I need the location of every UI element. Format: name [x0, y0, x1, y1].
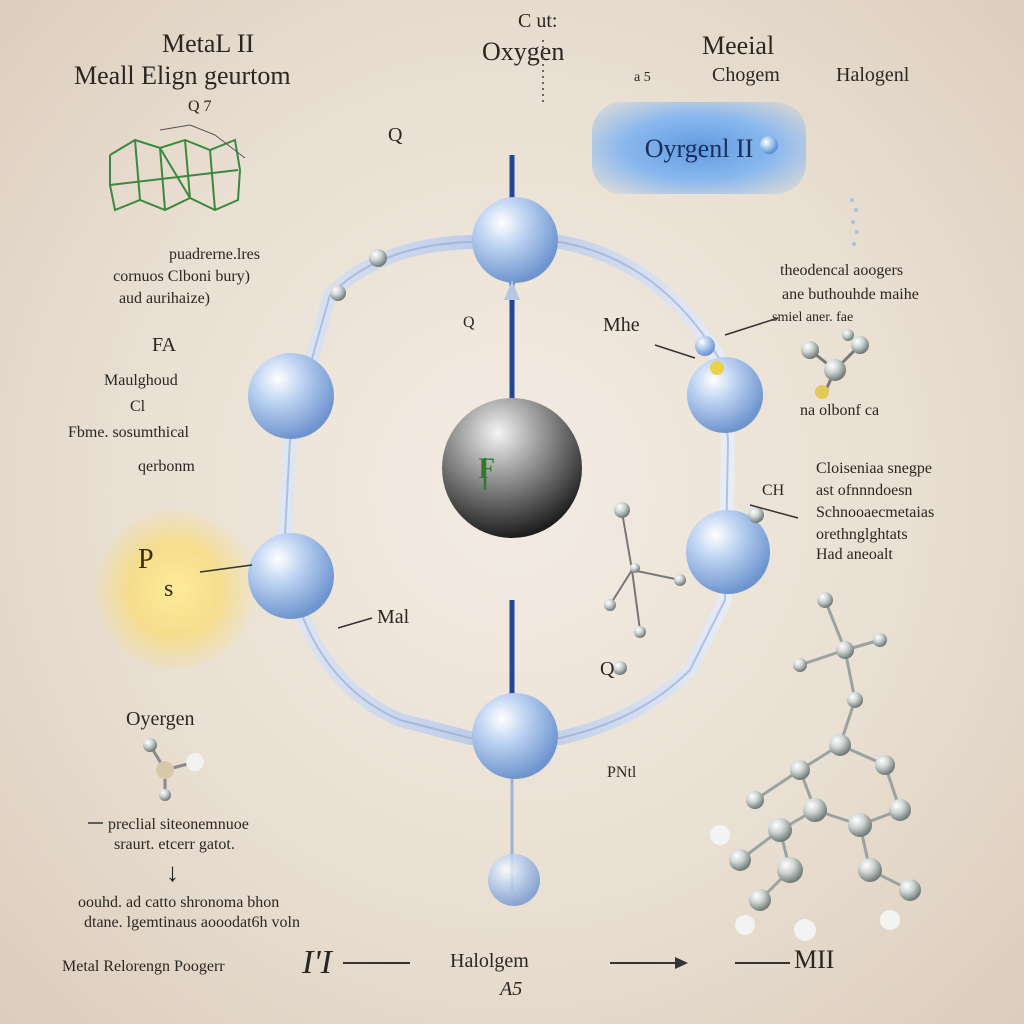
- glow-p-label: P: [138, 544, 154, 575]
- molecule-small-bottom-left: [143, 738, 204, 801]
- center-top-label: C ut:: [518, 10, 558, 32]
- molecule-small-mid: [604, 502, 686, 638]
- bottom-left-big-label: I'I: [302, 944, 332, 981]
- small-q-dot: [613, 661, 627, 675]
- bottom-note-line-2: sraurt. etcerr gatot.: [114, 836, 235, 853]
- right-note-line-3: smiel aner. fae: [772, 310, 854, 325]
- right-top-heading: Meeial: [702, 31, 775, 60]
- pointer-ch: [749, 504, 799, 519]
- label-ring-right: Mhe: [603, 314, 640, 336]
- center-heading: Oxygen: [482, 37, 565, 66]
- central-atom: [442, 398, 582, 538]
- oxygen-box-label: Oyrgenl II: [644, 134, 754, 163]
- left-note-line-2: cornuos Clboni bury): [113, 268, 250, 285]
- bottom-right-label: MII: [794, 945, 835, 974]
- left-note-line-5: Cl: [130, 398, 146, 415]
- pointer-glow: [199, 564, 253, 573]
- right-note-line-5: ast ofnnndoesn: [816, 482, 913, 499]
- oxygen-dot-icon: [760, 136, 778, 154]
- metal-tick: Q 7: [188, 98, 212, 115]
- molecule-cluster-right: [801, 329, 869, 399]
- right-chogem-label: Chogem: [712, 64, 780, 86]
- left-note-line-1: puadrerne.lres: [168, 246, 260, 263]
- right-note-line-8: Had aneoalt: [816, 546, 893, 563]
- right-note-line-4: Cloiseniaa snegpe: [816, 460, 932, 477]
- joint-bead-yellow: [710, 361, 724, 375]
- pointer-right: [724, 317, 779, 336]
- joint-bead-1: [369, 249, 387, 267]
- right-note-line-1: theodencal aoogers: [780, 262, 904, 279]
- bottom-center-sub: A5: [500, 978, 523, 1000]
- right-note-line-7: orethnglghtats: [816, 526, 908, 543]
- pointer-mhe: [654, 344, 696, 359]
- green-lattice: [109, 138, 242, 212]
- left-note-line-7: qerbonm: [138, 458, 195, 475]
- bottom-left-label: Metal Relorengn Poogerr: [62, 958, 225, 975]
- joint-bead-3: [695, 336, 715, 356]
- metal-subtitle: Meall Elign geurtom: [74, 61, 291, 90]
- grey-lattice-overlay: [159, 124, 246, 159]
- sparkle-column: [850, 198, 859, 246]
- left-note-line-6: Fbme. sosumthical: [68, 424, 189, 441]
- metal-top-heading: MetaL II: [162, 29, 255, 58]
- pointer-metal: [337, 617, 373, 629]
- label-right-lower: PNtl: [607, 764, 637, 781]
- sphere-upper-left: [248, 353, 334, 439]
- ring-highlight: [283, 241, 730, 739]
- sphere-lower-left: [248, 533, 334, 619]
- yellow-glow-cluster: [95, 510, 255, 670]
- sphere-lower-right: [686, 510, 770, 594]
- joint-bead-2: [330, 285, 346, 301]
- left-note-line-4: Maulghoud: [104, 372, 178, 389]
- molecule-cluster-bottom-right: [710, 592, 921, 941]
- right-note-line-6: Schnooaecmetaias: [816, 504, 935, 521]
- label-ch: CH: [762, 482, 785, 499]
- joint-bead-4: [748, 507, 764, 523]
- central-atom-label: F: [478, 452, 495, 485]
- right-halogen-label: Halogenl: [836, 64, 910, 86]
- axis-arrow-marker: [504, 280, 520, 300]
- label-small-q: Q: [600, 658, 615, 680]
- right-note-line-2: ane buthouhde maihe: [782, 286, 919, 303]
- bottom-note-line-1: preclial siteonemnuoe: [108, 816, 249, 833]
- bottom-center-label: Halolgem: [450, 950, 529, 972]
- label-near-top: Q: [388, 124, 403, 146]
- left-note-line-3: aud aurihaize): [118, 290, 210, 307]
- bottom-note-line-4: dtane. lgemtinaus aooodat6h voln: [84, 914, 300, 931]
- glow-s-label: s: [164, 576, 174, 602]
- bottom-arrow-head: [675, 957, 688, 969]
- label-left-tag: FA: [152, 334, 177, 356]
- oxygen-left-label: Oyergen: [126, 708, 195, 730]
- label-metal-ring: Mal: [377, 606, 410, 628]
- sphere-top: [472, 197, 558, 283]
- label-ring-left: Q: [463, 314, 475, 331]
- bottom-note-line-3: oouhd. ad catto shronoma bhon: [78, 894, 280, 911]
- right-note-tail: na olbonf ca: [800, 402, 880, 419]
- right-small-label: a 5: [634, 70, 651, 85]
- sphere-bottom: [472, 693, 558, 779]
- down-arrow-icon: ↓: [166, 858, 179, 887]
- sphere-upper-right: [687, 357, 763, 433]
- sphere-tail: [488, 854, 540, 906]
